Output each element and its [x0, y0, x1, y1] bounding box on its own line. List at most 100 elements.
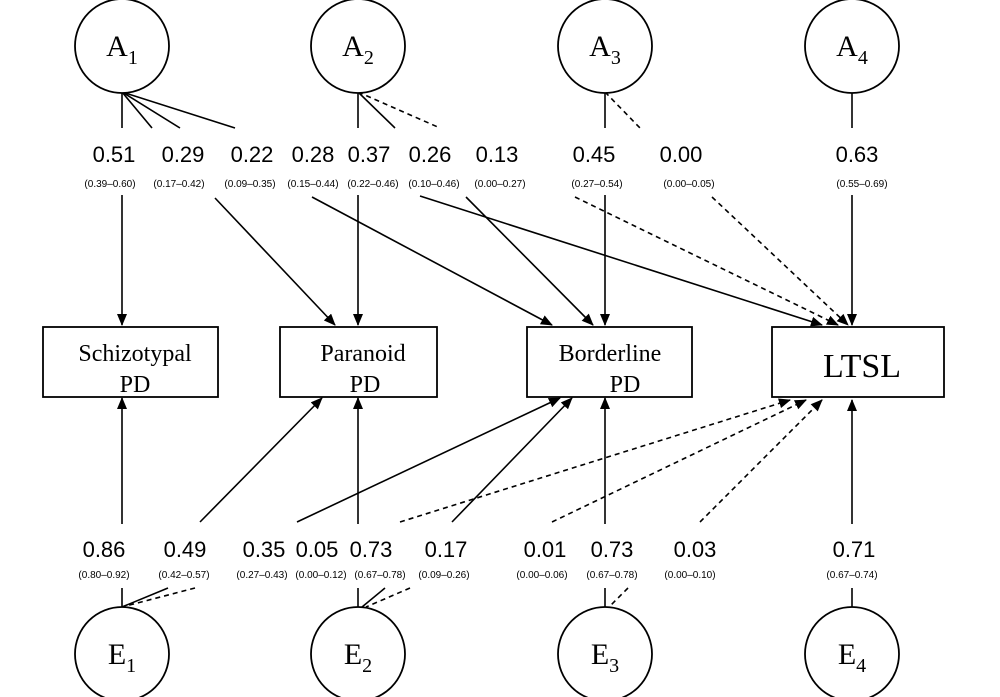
coef-e4-ltsl: 0.71 [833, 537, 876, 562]
latent-a2-label: A2 [342, 30, 374, 69]
stub-a1-borderline [121, 91, 181, 129]
arrow-e3-ltsl [699, 399, 823, 523]
coef-a1-ltsl: 0.28 [292, 142, 335, 167]
stub-a1-ltsl [121, 91, 236, 129]
stub-a2-ltsl [357, 91, 441, 129]
box-ltsl-label: LTSL [823, 348, 901, 385]
ci-a2-paranoid: (0.22–0.46) [347, 179, 398, 190]
latent-e4-label: E4 [838, 638, 866, 677]
ci-a1-borderline: (0.09–0.35) [224, 179, 275, 190]
observed-boxes: Schizotypal PD Paranoid PD Borderline PD… [42, 326, 945, 398]
coef-e1-ltsl: 0.05 [296, 537, 339, 562]
ci-a4-ltsl: (0.55–0.69) [836, 179, 887, 190]
a-latents: A1 A2 A3 A4 [74, 0, 900, 94]
coef-a4-ltsl: 0.63 [836, 142, 879, 167]
box-paranoid-line2: PD [350, 372, 381, 398]
latent-a2-circle [310, 0, 406, 94]
coef-e1-borderline: 0.35 [243, 537, 286, 562]
latent-e1-label: E1 [108, 638, 136, 677]
ci-e1-paranoid: (0.42–0.57) [158, 570, 209, 581]
ci-e1-schizotypal: (0.80–0.92) [78, 570, 129, 581]
box-paranoid [279, 326, 438, 398]
latent-a3-circle [557, 0, 653, 94]
latent-e3-circle [557, 606, 653, 697]
coef-a1-borderline: 0.22 [231, 142, 274, 167]
arrow-e2-ltsl [551, 399, 807, 523]
a-coefficients: 0.51 (0.39–0.60) 0.29 (0.17–0.42) 0.22 (… [84, 142, 887, 190]
latent-a4-circle [804, 0, 900, 94]
stub-e1-paranoid [121, 587, 169, 608]
e-latents: E1 E2 E3 E4 [74, 606, 900, 697]
stub-a1-paranoid [121, 91, 153, 129]
stub-e3-ltsl [608, 587, 629, 608]
arrow-a2-ltsl [465, 196, 594, 326]
ci-e2-ltsl: (0.00–0.06) [516, 570, 567, 581]
stub-a3-ltsl [604, 91, 641, 129]
coef-e3-borderline: 0.73 [591, 537, 634, 562]
ci-e2-borderline: (0.09–0.26) [418, 570, 469, 581]
ci-e4-ltsl: (0.67–0.74) [826, 570, 877, 581]
ci-e1-borderline: (0.27–0.43) [236, 570, 287, 581]
latent-e2-circle [310, 606, 406, 697]
ci-e1-ltsl: (0.00–0.12) [295, 570, 346, 581]
coef-a3-ltsl: 0.00 [660, 142, 703, 167]
box-ltsl [771, 326, 945, 398]
coef-e2-ltsl: 0.01 [524, 537, 567, 562]
stub-e2-borderline [361, 587, 386, 608]
arrow-a3-ltsl [574, 196, 839, 326]
coef-e3-ltsl: 0.03 [674, 537, 717, 562]
ci-a1-paranoid: (0.17–0.42) [153, 179, 204, 190]
ci-a3-ltsl: (0.00–0.05) [663, 179, 714, 190]
coef-a1-paranoid: 0.29 [162, 142, 205, 167]
e-coefficients: 0.86 (0.80–0.92) 0.49 (0.42–0.57) 0.35 (… [78, 537, 877, 581]
ci-a3-borderline: (0.27–0.54) [571, 179, 622, 190]
box-schizotypal [42, 326, 219, 398]
ci-e3-ltsl: (0.00–0.10) [664, 570, 715, 581]
coef-a3-borderline: 0.45 [573, 142, 616, 167]
box-schizotypal-line2: PD [120, 372, 151, 398]
coef-a2-borderline: 0.26 [409, 142, 452, 167]
box-borderline-line1: Borderline [559, 341, 662, 367]
box-borderline [526, 326, 693, 398]
ci-e3-borderline: (0.67–0.78) [586, 570, 637, 581]
latent-e4-circle [804, 606, 900, 697]
coef-e1-paranoid: 0.49 [164, 537, 207, 562]
arrow-e1-borderline [296, 397, 561, 523]
latent-e3-label: E3 [591, 638, 619, 677]
latent-e2-label: E2 [344, 638, 372, 677]
coef-e2-borderline: 0.17 [425, 537, 468, 562]
stub-e1-ltsl [121, 587, 196, 608]
latent-a4-label: A4 [836, 30, 868, 69]
coef-a2-ltsl: 0.13 [476, 142, 519, 167]
e-stub-lines [121, 587, 853, 608]
coef-a1-schizotypal: 0.51 [93, 142, 136, 167]
stub-a2-borderline [357, 91, 396, 129]
latent-a3-label: A3 [589, 30, 621, 69]
latent-e1-circle [74, 606, 170, 697]
arrow-a1-paranoid [214, 197, 336, 326]
stub-e2-ltsl [365, 587, 411, 608]
e-path-arrows [117, 397, 857, 524]
arrow-e1-paranoid [199, 397, 323, 523]
coef-e1-schizotypal: 0.86 [83, 537, 126, 562]
ci-a1-ltsl: (0.15–0.44) [287, 179, 338, 190]
arrow-a2-borderline [311, 196, 553, 326]
arrow-a1-ltsl [419, 195, 823, 327]
latent-a1-circle [74, 0, 170, 94]
arrow-e2-borderline [451, 397, 573, 523]
a-path-arrows [117, 195, 857, 327]
box-borderline-line2: PD [610, 372, 641, 398]
coef-a2-paranoid: 0.37 [348, 142, 391, 167]
box-paranoid-line1: Paranoid [320, 341, 405, 367]
ci-a2-borderline: (0.10–0.46) [408, 179, 459, 190]
coef-e2-paranoid: 0.73 [350, 537, 393, 562]
latent-a1-label: A1 [106, 30, 138, 69]
a-stub-lines [121, 91, 853, 129]
arrow-a3-ltsl-2 [711, 196, 849, 326]
arrow-e1-ltsl [399, 398, 791, 523]
ci-a2-ltsl: (0.00–0.27) [474, 179, 525, 190]
ci-e2-paranoid: (0.67–0.78) [354, 570, 405, 581]
ci-a1-schizotypal: (0.39–0.60) [84, 179, 135, 190]
box-schizotypal-line1: Schizotypal [78, 341, 192, 367]
